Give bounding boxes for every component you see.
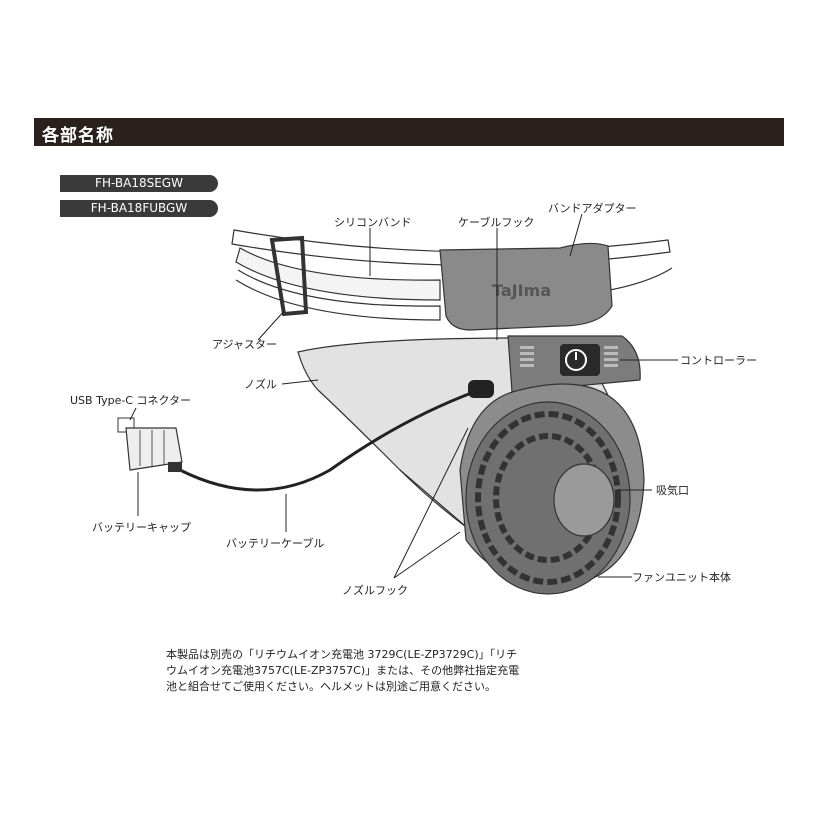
model-badge-segw: FH-BA18SEGW (60, 175, 218, 192)
label-controller: コントローラー (680, 354, 757, 367)
usage-note: 本製品は別売の「リチウムイオン充電池 3729C(LE-ZP3729C)」「リチ… (166, 647, 606, 695)
controller (507, 335, 641, 393)
label-nozzle: ノズル (244, 377, 277, 391)
label-nozzle-hook: ノズルフック (342, 583, 408, 597)
air-intake (553, 463, 615, 537)
label-air-intake: 吸気口 (656, 483, 689, 497)
battery-cap (117, 417, 183, 472)
label-fan-unit: ファンユニット本体 (632, 570, 731, 584)
leader-lines (129, 213, 678, 579)
fan-unit-body (459, 383, 645, 595)
label-band-adapter: バンドアダプター (548, 201, 637, 215)
power-icon (565, 349, 587, 371)
note-line: ウムイオン充電池3757C(LE-ZP3757C)」または、その他弊社指定充電 (166, 664, 520, 677)
label-adjuster: アジャスター (212, 338, 277, 351)
model-badge-fubgw: FH-BA18FUBGW (60, 200, 218, 217)
brand-logo: TaJIma (492, 281, 551, 300)
label-usb-connector: USB Type-C コネクター (70, 394, 191, 407)
note-line: 池と組合せてご使用ください。ヘルメットは別途ご用意ください。 (166, 680, 496, 693)
band-adapter: TaJIma (439, 242, 613, 331)
label-cable-hook: ケーブルフック (458, 215, 534, 229)
label-battery-cable: バッテリーケーブル (226, 536, 324, 550)
section-title: 各部名称 (42, 126, 114, 146)
note-line: 本製品は別売の「リチウムイオン充電池 3729C(LE-ZP3729C)」「リチ (166, 648, 518, 661)
label-battery-cap: バッテリーキャップ (92, 521, 191, 534)
label-silicon-band: シリコンバンド (334, 216, 412, 229)
section-title-bar: 各部名称 (34, 118, 784, 146)
adjuster (269, 235, 309, 317)
battery-cable (179, 380, 494, 492)
